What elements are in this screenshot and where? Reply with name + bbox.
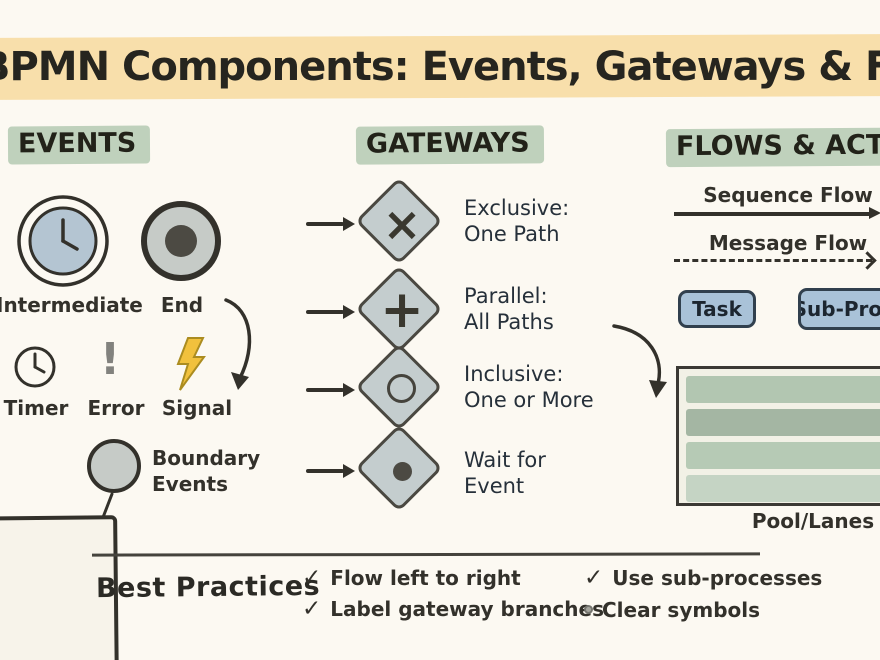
sequence-flow-label: Sequence Flow: [703, 183, 873, 207]
message-flow-label: Message Flow: [708, 231, 868, 255]
boundary-label-line2: Events: [152, 472, 228, 496]
gateway-label: Inclusive:: [464, 362, 564, 386]
timer-icon: [14, 346, 56, 388]
curved-arrow-icon: [224, 298, 252, 390]
gateway-label: Exclusive:: [464, 196, 570, 220]
best-practice-item: ✓ Label gateway branches: [302, 596, 604, 622]
intermediate-event-icon: [17, 195, 109, 287]
checkmark-icon: ✓: [302, 565, 322, 591]
parallel-plus-symbol: +: [380, 280, 424, 340]
signal-label: Signal: [161, 396, 233, 420]
flows-header: FLOWS & ACTIVITIES: [665, 126, 880, 168]
gateway-label: Event: [464, 474, 525, 498]
inclusive-circle-symbol: [387, 374, 416, 403]
gateway-label: Wait for: [464, 448, 546, 472]
wait-event-dot-symbol: [393, 462, 412, 481]
subprocess-box: Sub-Process: [798, 288, 880, 330]
boundary-event-icon: [87, 439, 141, 493]
best-practice-text: Clear symbols: [602, 598, 761, 622]
events-header: EVENTS: [7, 125, 151, 165]
page-title: BPMN Components: Events, Gateways & Flow…: [0, 44, 880, 90]
section-divider: [91, 552, 761, 557]
best-practice-item: Clear symbols: [584, 598, 760, 622]
dot-bullet-icon: [584, 605, 593, 614]
gateway-arrow-icon: [306, 383, 355, 396]
task-box: Task: [678, 290, 756, 328]
message-flow-line: [674, 259, 872, 262]
gateway-arrow-icon: [306, 305, 355, 318]
gateway-label: Parallel:: [464, 284, 548, 308]
intermediate-label: Intermediate: [0, 293, 143, 317]
pool-lanes-box: [676, 366, 880, 506]
checkmark-icon: ✓: [584, 565, 604, 591]
pool-lanes-label: Pool/Lanes: [751, 509, 875, 533]
gateway-label: All Paths: [464, 310, 554, 334]
best-practice-text: Label gateway branches: [330, 597, 604, 621]
gateway-arrow-icon: [306, 217, 355, 230]
gateway-label: One Path: [464, 222, 560, 246]
end-event-icon: [141, 201, 221, 281]
best-practice-text: Flow left to right: [330, 566, 521, 590]
error-icon: !: [100, 334, 121, 385]
best-practice-text: Use sub-processes: [612, 566, 823, 590]
exclusive-x-symbol: ×: [382, 197, 422, 251]
best-practices-title: Best Practices: [95, 570, 321, 605]
best-practice-item: ✓ Flow left to right: [302, 565, 521, 591]
checkmark-icon: ✓: [302, 596, 322, 622]
gateway-label: One or More: [464, 388, 594, 412]
sequence-flow-line: [674, 207, 880, 219]
gateway-arrow-icon: [306, 464, 355, 477]
error-label: Error: [87, 396, 145, 420]
pool-lane: [686, 442, 880, 469]
signal-icon: [176, 337, 206, 391]
best-practice-item: ✓ Use sub-processes: [584, 565, 823, 591]
timer-label: Timer: [3, 396, 69, 420]
pool-lane: [686, 475, 880, 502]
curved-arrow-icon: [612, 324, 667, 398]
gateways-header: GATEWAYS: [355, 125, 544, 165]
pool-lane: [686, 409, 880, 436]
end-label: End: [160, 293, 204, 317]
boundary-label-line1: Boundary: [152, 446, 261, 470]
pool-lane: [686, 376, 880, 403]
